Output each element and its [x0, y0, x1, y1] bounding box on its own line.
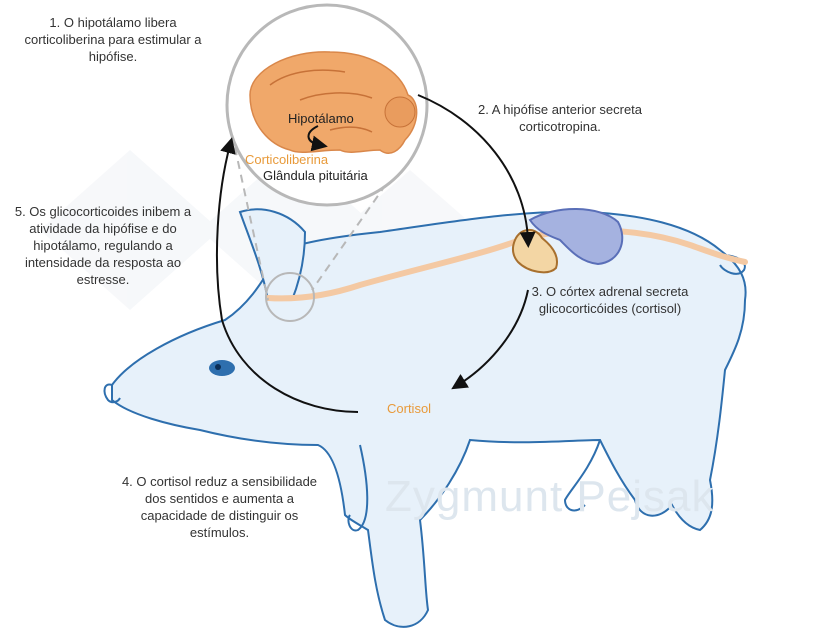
- cerebellum: [384, 96, 416, 128]
- cycle-arrow-left: [215, 137, 359, 413]
- watermark-text: Zygmunt Pejsak: [385, 472, 715, 521]
- kidney: [528, 208, 624, 266]
- pig-body: [111, 210, 747, 628]
- hypothalamus-label: Hipotálamo: [288, 111, 354, 126]
- step-4-label: 4. O cortisol reduz a sensibilidade dos …: [121, 474, 318, 540]
- pig-eye: [209, 360, 235, 376]
- step-3-label: 3. O córtex adrenal secreta glicocorticó…: [531, 284, 689, 316]
- cycle-arrow-top-right: [417, 94, 536, 248]
- cycle-arrow-right: [451, 289, 529, 390]
- pig-ear: [238, 208, 307, 301]
- pig-front-leg: [347, 444, 369, 532]
- step-1-label: 1. O hipotálamo libera corticoliberina p…: [24, 15, 202, 64]
- pituitary-label: Glândula pituitária: [263, 168, 368, 183]
- corticoliberin-label: Corticoliberina: [245, 152, 329, 167]
- step-2-label: 2. A hipófise anterior secreta corticotr…: [477, 102, 643, 134]
- cortisol-label: Cortisol: [387, 401, 432, 416]
- hypothalamus-arrow: [307, 125, 328, 152]
- pig-hind-leg: [563, 439, 601, 512]
- pig-snout: [103, 383, 121, 404]
- brain-illustration: [249, 51, 418, 154]
- brain-folds: [269, 69, 373, 133]
- step-5-label: 5. Os glicocorticoides inibem a atividad…: [14, 204, 192, 287]
- head-zoom-circle: [265, 272, 315, 322]
